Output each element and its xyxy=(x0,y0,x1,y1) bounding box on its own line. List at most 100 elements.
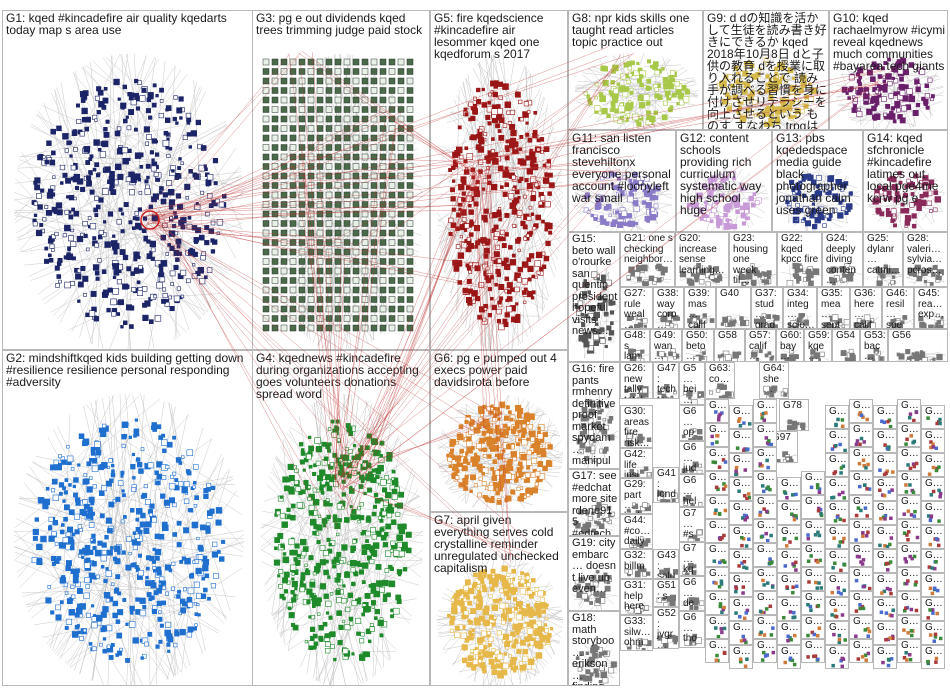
node xyxy=(337,518,342,523)
node xyxy=(352,305,360,313)
node xyxy=(34,184,41,191)
node xyxy=(493,224,499,230)
node xyxy=(123,202,129,208)
node xyxy=(373,590,381,598)
node xyxy=(211,239,218,245)
node xyxy=(388,239,396,246)
node xyxy=(381,510,387,516)
node xyxy=(140,656,144,660)
node xyxy=(197,569,202,573)
node xyxy=(406,305,414,313)
node xyxy=(66,560,72,567)
node xyxy=(120,102,127,109)
node xyxy=(165,105,172,111)
node xyxy=(281,521,288,528)
node xyxy=(342,454,350,461)
node xyxy=(114,130,121,137)
node xyxy=(175,257,180,262)
node xyxy=(332,452,338,458)
node xyxy=(307,125,315,132)
node xyxy=(668,75,674,81)
node xyxy=(528,205,533,210)
node xyxy=(379,153,387,161)
node xyxy=(195,119,202,126)
node xyxy=(896,107,901,113)
node xyxy=(476,594,482,600)
node xyxy=(325,267,333,275)
node xyxy=(612,95,619,103)
node xyxy=(307,277,315,284)
node xyxy=(156,566,162,571)
node xyxy=(316,539,321,545)
node xyxy=(477,314,483,320)
node xyxy=(488,445,492,450)
node xyxy=(848,74,855,81)
node xyxy=(343,125,351,132)
node xyxy=(48,257,54,263)
node xyxy=(286,507,291,512)
node xyxy=(341,598,347,604)
node xyxy=(262,58,270,66)
node xyxy=(530,296,535,300)
node xyxy=(159,623,164,628)
node xyxy=(315,446,323,453)
node xyxy=(539,602,546,609)
node xyxy=(151,608,157,615)
node xyxy=(44,246,49,251)
node xyxy=(278,569,284,575)
node xyxy=(491,137,495,141)
node xyxy=(262,134,270,142)
node xyxy=(47,238,54,244)
node xyxy=(325,58,333,66)
node xyxy=(222,194,227,199)
node xyxy=(497,165,504,172)
node xyxy=(535,652,543,659)
node xyxy=(262,87,270,94)
node xyxy=(490,183,498,191)
node xyxy=(198,546,204,552)
node xyxy=(316,153,324,161)
node xyxy=(164,117,171,123)
node xyxy=(50,464,56,471)
node xyxy=(374,608,381,615)
edge xyxy=(147,542,151,685)
node xyxy=(195,227,202,234)
node xyxy=(144,141,149,146)
node xyxy=(193,626,197,631)
node xyxy=(464,579,471,586)
node xyxy=(58,542,66,549)
node xyxy=(99,513,105,519)
node xyxy=(359,445,364,449)
node xyxy=(88,642,93,646)
node xyxy=(137,207,142,212)
node xyxy=(83,592,90,599)
node xyxy=(343,267,351,275)
node xyxy=(206,510,213,517)
node xyxy=(544,628,549,633)
node xyxy=(466,436,472,442)
node xyxy=(167,243,171,247)
node xyxy=(83,473,88,478)
node xyxy=(382,597,388,603)
node xyxy=(325,115,333,123)
node xyxy=(372,504,378,509)
node xyxy=(388,258,396,265)
node xyxy=(397,229,405,237)
edge xyxy=(211,469,230,529)
node xyxy=(610,221,616,228)
node xyxy=(69,545,75,551)
node xyxy=(280,277,288,284)
node xyxy=(161,439,168,446)
node xyxy=(472,659,479,665)
node xyxy=(924,83,930,89)
node xyxy=(298,115,306,123)
node xyxy=(545,460,553,467)
node xyxy=(77,281,84,288)
node xyxy=(463,107,468,112)
group-g1: G1: kqed #kincadefire air quality kqedar… xyxy=(2,10,254,350)
node xyxy=(174,215,178,219)
node xyxy=(98,100,105,108)
node xyxy=(325,296,333,303)
node xyxy=(899,76,904,82)
node xyxy=(274,537,281,543)
